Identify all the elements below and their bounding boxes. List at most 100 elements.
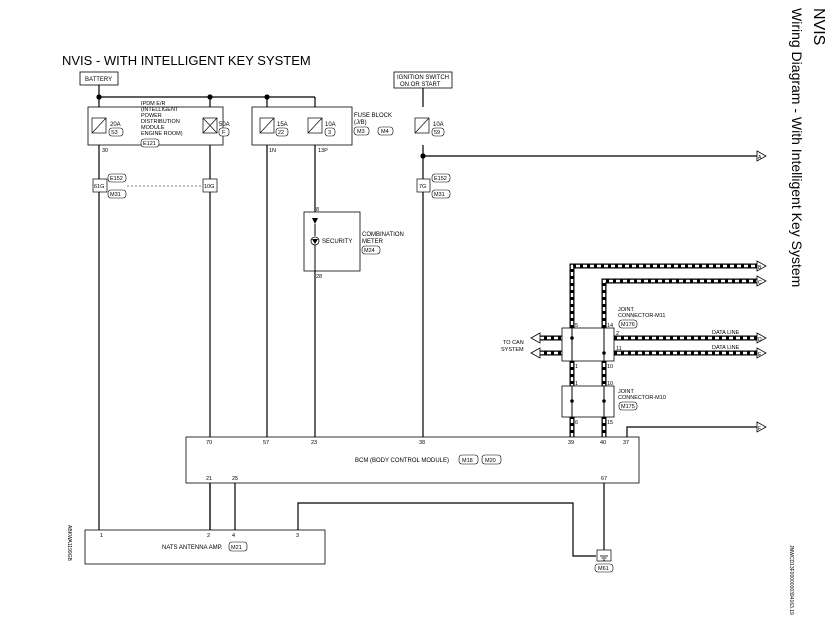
- offpage-arrow-c: [756, 275, 767, 287]
- bcm-pin-70: 70: [206, 440, 212, 446]
- ipdm-fuse2-slot-tag: [218, 127, 230, 137]
- m10-label-1: JOINT: [618, 389, 635, 395]
- bcm-pin-23: 23: [311, 440, 317, 446]
- offpage-arrow-d: [756, 332, 767, 344]
- fuse-block-connector1: M3: [357, 129, 365, 135]
- nats-pin-4: 4: [232, 533, 235, 539]
- ipdm-label-6: ENGINE ROOM): [141, 131, 183, 137]
- ignition-fuse-amp: 10A: [433, 122, 444, 128]
- fuse-block-pin2: 13P: [318, 148, 328, 154]
- m10-pin-15: 15: [607, 420, 613, 426]
- joint-connector-m11-box: [561, 327, 615, 362]
- ipdm-label-1: IPDM E/R: [141, 101, 165, 107]
- junction2-connector1-tag: [431, 173, 451, 183]
- meter-pin-bottom: 28: [316, 274, 322, 280]
- meter-label-2: METER: [362, 239, 384, 245]
- ignition-label-line1: IGNITION SWITCH: [397, 75, 449, 81]
- side-section-title: NVIS: [810, 8, 827, 45]
- offpage-label-d: D: [758, 337, 762, 343]
- nats-pin-2: 2: [207, 533, 210, 539]
- m10-pin-6: 6: [575, 420, 578, 426]
- joint-connector-m10-box: [561, 385, 615, 418]
- offpage-arrow-a: [756, 150, 767, 162]
- junction2-connector2: M31: [434, 192, 445, 198]
- m10-pin-1: 1: [575, 381, 578, 387]
- ipdm-label-2: (INTELLIGENT: [141, 107, 179, 113]
- m10-connector: M175: [621, 404, 635, 410]
- offpage-arrow-e: [756, 347, 767, 359]
- fuse-block-fuse2-slot: 3: [328, 130, 331, 136]
- ground-connector: M61: [598, 566, 609, 572]
- nats-connector-tag: [228, 541, 248, 552]
- fuse-block-fuse2-amp: 10A: [325, 122, 336, 128]
- bcm-connector2: M20: [485, 458, 496, 464]
- offpage-arrow-f: [756, 421, 767, 433]
- junction1-pin: 61G: [94, 184, 104, 190]
- ground-connector-tag: [594, 563, 614, 573]
- battery-label: BATTERY: [85, 77, 112, 83]
- ipdm-fuse1-slot: S3: [111, 130, 118, 136]
- side-diagram-title: Wiring Diagram - With Intelligent Key Sy…: [789, 8, 805, 287]
- data-line-label-1: DATA LINE: [712, 330, 740, 336]
- junction2-connector1: E152: [434, 176, 447, 182]
- m11-label-1: JOINT: [618, 307, 635, 313]
- bcm-pin-37: 37: [623, 440, 629, 446]
- bcm-pin-67: 67: [601, 476, 607, 482]
- ipdm-fuse1-slot-tag: [108, 127, 124, 137]
- ipdm-fuse2-slot: F: [222, 130, 226, 136]
- ipdm-connector: E121: [143, 141, 156, 147]
- side-reference-code: JNWCD13F0000000394163.19: [788, 545, 794, 615]
- security-indicator-label: SECURITY: [322, 239, 352, 245]
- ipdm-label-3: POWER: [141, 113, 162, 119]
- m11-connector: M176: [621, 322, 635, 328]
- nats-label: NATS ANTENNA AMP.: [162, 545, 223, 551]
- meter-connector: M24: [364, 248, 375, 254]
- junction2-pin: 7G: [419, 184, 426, 190]
- ipdm-pin2: 10G: [204, 184, 214, 190]
- splice-dots: [96, 94, 426, 159]
- ground-icon: [596, 549, 612, 562]
- fuse-block-fuse2-slot-tag: [324, 127, 336, 137]
- offpage-label-c: C: [758, 280, 762, 286]
- offpage-label-b: B: [758, 265, 762, 271]
- meter-arrow: [312, 218, 318, 224]
- m11-pin-2: 2: [616, 331, 619, 337]
- m11-pin-1: 1: [575, 364, 578, 370]
- power-wires: [98, 85, 757, 530]
- fuse-block-fuse1-amp: 15A: [277, 122, 288, 128]
- fuse-block-connector2-tag: [377, 126, 394, 136]
- m11-pin-10: 10: [607, 364, 613, 370]
- junction1-connector2-tag: [107, 189, 127, 199]
- m11-pin-5: 5: [575, 323, 578, 329]
- ipdm-fuse1-amp: 20A: [110, 122, 121, 128]
- m11-label-2: CONNECTOR-M11: [618, 313, 665, 319]
- offpage-arrow-b: [756, 260, 767, 272]
- bcm-pin-39: 39: [568, 440, 574, 446]
- bcm-connector1-tag: [458, 454, 479, 465]
- diagram-title: NVIS - WITH INTELLIGENT KEY SYSTEM: [62, 53, 311, 68]
- bcm-pin-38: 38: [419, 440, 425, 446]
- bcm-label: BCM (BODY CONTROL MODULE): [355, 458, 449, 464]
- bcm-pin-25: 25: [232, 476, 238, 482]
- m10-pin-10: 10: [607, 381, 613, 387]
- ipdm-connector-tag: [140, 138, 160, 148]
- bcm-box: [185, 436, 640, 484]
- junction1-pin2-box: [202, 178, 218, 193]
- to-can-arrow-1: [530, 332, 541, 344]
- m10-connector-tag: [618, 401, 638, 411]
- data-line-label-2: DATA LINE: [712, 345, 740, 351]
- fuse-block-connector2: M4: [381, 129, 389, 135]
- meter-pin-top: 8: [316, 207, 319, 213]
- to-can-label-1: TO CAN: [503, 340, 524, 346]
- junction1-connector2: M31: [110, 192, 121, 198]
- m10-label-2: CONNECTOR-M10: [618, 395, 666, 401]
- ipdm-fuse2-amp: 50A: [219, 122, 230, 128]
- meter-connector-tag: [361, 245, 381, 255]
- ignition-label-line2: ON OR START: [400, 82, 441, 88]
- nats-connector: M21: [231, 545, 242, 551]
- junction2-pin-box: [416, 178, 431, 193]
- bcm-pin-40: 40: [600, 440, 606, 446]
- fuse-block-pin1: 1N: [269, 148, 276, 154]
- fuse-block-fuse1-slot: 22: [278, 130, 284, 136]
